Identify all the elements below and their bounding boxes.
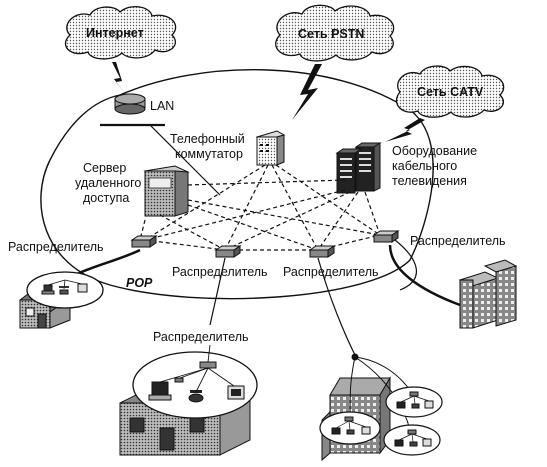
pop-boundary: [40, 69, 434, 300]
sub-lan-ellipse: [385, 386, 443, 418]
cable-tv-label-2: кабельного: [392, 159, 457, 173]
cable-tv-label-3: телевидения: [392, 174, 467, 188]
phone-switch-label-1: Телефонный: [170, 132, 245, 146]
printer-icon: [174, 377, 184, 383]
office-lan-ellipse: [132, 351, 258, 419]
solid-links: [149, 124, 418, 291]
remote-access-server-icon: [143, 165, 190, 217]
computer-icon: [148, 381, 172, 401]
hub-icon: [308, 245, 336, 258]
server-rack-icon: [335, 142, 382, 194]
cloud-icon: [395, 65, 505, 118]
computer-icon: [77, 283, 88, 293]
phone-switch-icon: [255, 130, 286, 166]
office-lan-wiring: [159, 344, 235, 393]
sub-lan-ellipse: [383, 424, 441, 456]
computer-icon: [227, 385, 245, 400]
hub-label-center-right: Распределитель: [283, 265, 379, 279]
lan-label: LAN: [150, 99, 174, 113]
cloud-catv-label: Сеть CATV: [417, 85, 484, 99]
hub-icon: [130, 235, 158, 248]
ras-label-3: доступа: [83, 191, 129, 205]
hub-icon: [199, 361, 217, 369]
hub-label-bottom: Распределитель: [153, 330, 249, 344]
cloud-internet: Интернет: [64, 6, 177, 60]
lightning-link-icon: [112, 62, 425, 142]
cable-tv-label-1: Оборудование: [392, 144, 477, 158]
cloud-icon: [64, 6, 177, 60]
hub-label-center-left: Распределитель: [172, 265, 268, 279]
cloud-pstn-label: Сеть PSTN: [298, 27, 364, 41]
hub-label-right: Распределитель: [410, 234, 506, 248]
phone-switch-label-2: коммутатор: [175, 147, 243, 161]
sub-lan-devices: [331, 391, 434, 447]
computer-icon: [41, 284, 55, 295]
skyscraper-icon: [458, 259, 518, 329]
cloud-icon: [275, 4, 395, 62]
cloud-internet-label: Интернет: [86, 26, 144, 40]
pop-label: POP: [126, 276, 153, 290]
hub-icon: [372, 230, 400, 243]
ras-label-2: удаленного: [75, 176, 141, 190]
cloud-pstn: Сеть PSTN: [275, 4, 395, 62]
hub-label-left: Распределитель: [8, 240, 104, 254]
cloud-catv: Сеть CATV: [395, 65, 505, 118]
hub-icon: [214, 245, 242, 258]
router-icon: [114, 93, 146, 115]
thin-links: [209, 257, 356, 356]
ras-label-1: Сервер: [83, 161, 126, 175]
